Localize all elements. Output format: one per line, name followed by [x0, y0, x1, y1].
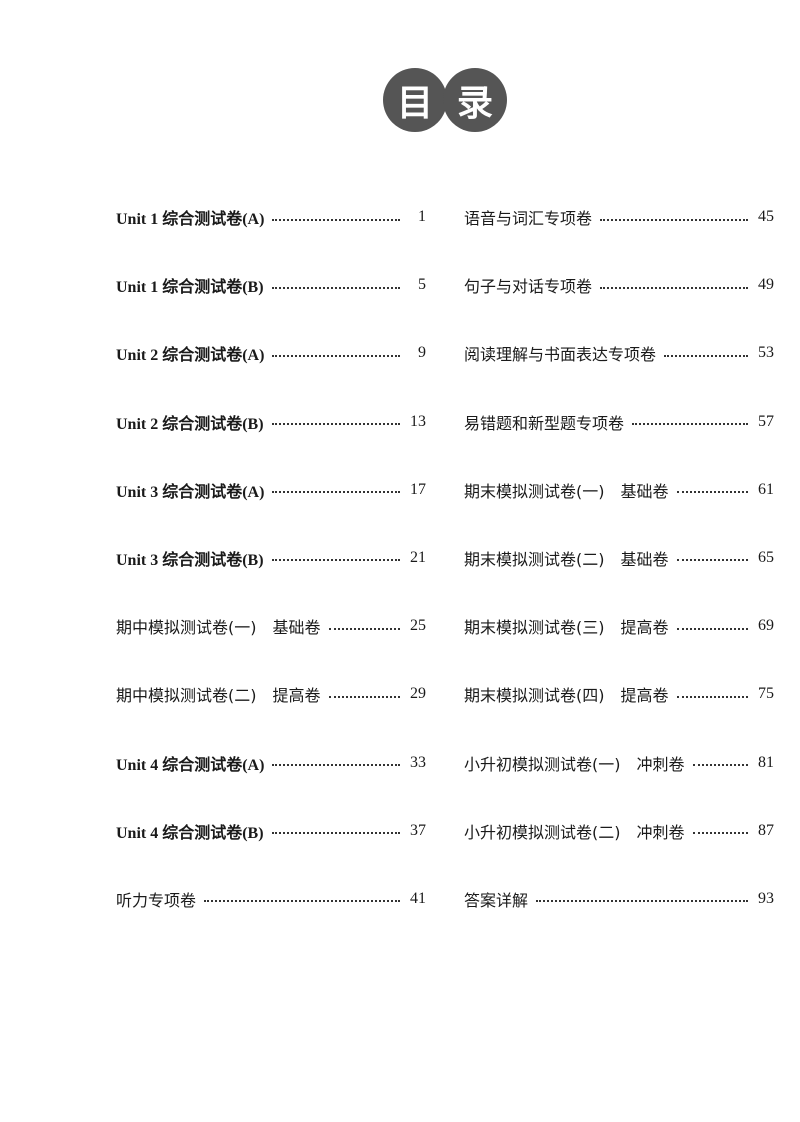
toc-entry-page: 37 [410, 821, 426, 839]
toc-entry-page: 9 [418, 344, 426, 362]
toc-entry-title: 期末模拟测试卷(四) 提高卷 [464, 686, 669, 706]
leader-dots [271, 558, 400, 562]
toc-entry-title: 语音与词汇专项卷 [464, 209, 593, 228]
toc-entry-page: 87 [758, 821, 774, 839]
toc-entry[interactable]: 期中模拟测试卷(一) 基础卷 25 [116, 608, 426, 644]
toc-entry[interactable]: 阅读理解与书面表达专项卷 53 [464, 335, 774, 371]
toc-entry-page: 45 [758, 208, 774, 225]
toc-entry-page: 33 [410, 753, 426, 771]
toc-entry-title: 听力专项卷 [116, 890, 197, 910]
leader-dots [272, 490, 400, 494]
toc-entry-title: Unit 2 综合测试卷(A) [116, 347, 265, 365]
toc-entry-page: 21 [410, 548, 426, 566]
leader-dots [676, 627, 748, 630]
toc-entry-page: 13 [410, 412, 426, 430]
toc-entry-page: 49 [758, 276, 774, 294]
toc-entry-title: 句子与对话专项卷 [464, 277, 593, 297]
leader-dots [536, 899, 748, 903]
toc-entry-page: 29 [410, 685, 426, 703]
toc-entry-page: 57 [758, 412, 774, 430]
toc-entry-page: 1 [418, 208, 426, 225]
toc-entry[interactable]: 听力专项卷 41 [116, 881, 426, 917]
toc-entry-title: Unit 1 综合测试卷(B) [116, 279, 264, 297]
leader-dots [600, 218, 748, 221]
toc-entry[interactable]: 期末模拟测试卷(四) 提高卷 75 [464, 676, 774, 712]
toc-entry-title: Unit 4 综合测试卷(A) [116, 756, 265, 774]
toc-entry-title: Unit 1 综合测试卷(A) [116, 211, 265, 228]
toc-entry[interactable]: 小升初模拟测试卷(一) 冲刺卷 81 [464, 745, 774, 781]
toc-entry[interactable]: 期中模拟测试卷(二) 提高卷 29 [116, 676, 426, 712]
leader-dots [664, 354, 748, 357]
leader-dots [271, 286, 400, 289]
title-char-circle: 目 [383, 68, 447, 132]
toc-entry-title: 小升初模拟测试卷(一) 冲刺卷 [464, 754, 685, 774]
toc-entry[interactable]: 期末模拟测试卷(三) 提高卷 69 [464, 608, 774, 644]
leader-dots [272, 763, 400, 766]
toc-entry[interactable]: 期末模拟测试卷(一) 基础卷 61 [464, 472, 774, 508]
toc-entry-page: 81 [758, 753, 774, 771]
toc-entry-page: 65 [758, 548, 774, 566]
leader-dots [271, 831, 400, 835]
toc-entry[interactable]: Unit 4 综合测试卷(B) 37 [116, 813, 426, 849]
toc-entry-title: Unit 4 综合测试卷(B) [116, 824, 264, 842]
toc-entry-page: 69 [758, 617, 774, 635]
leader-dots [676, 695, 748, 698]
toc-entry-title: 期末模拟测试卷(一) 基础卷 [464, 481, 669, 501]
leader-dots [676, 490, 748, 494]
toc-entry[interactable]: 答案详解 93 [464, 881, 774, 917]
toc-entry-title: 易错题和新型题专项卷 [464, 413, 625, 433]
toc-entry[interactable]: Unit 3 综合测试卷(B) 21 [116, 540, 426, 576]
toc-entry-title: 阅读理解与书面表达专项卷 [464, 345, 657, 365]
toc-entry-title: 答案详解 [464, 890, 529, 910]
toc-entry-title: Unit 2 综合测试卷(B) [116, 415, 264, 433]
leader-dots [632, 422, 748, 426]
toc-entry-title: 期末模拟测试卷(二) 基础卷 [464, 549, 669, 569]
leader-dots [272, 354, 400, 357]
toc-left-column: Unit 1 综合测试卷(A) 1 Unit 1 综合测试卷(B) 5 Unit… [116, 199, 426, 949]
toc-entry[interactable]: Unit 4 综合测试卷(A) 33 [116, 745, 426, 781]
toc-entry-title: 小升初模拟测试卷(二) 冲刺卷 [464, 822, 685, 842]
toc-entry-title: Unit 3 综合测试卷(A) [116, 483, 265, 501]
leader-dots [272, 218, 400, 221]
leader-dots [692, 831, 748, 835]
toc-entry[interactable]: Unit 2 综合测试卷(A) 9 [116, 335, 426, 371]
toc-entry-page: 53 [758, 344, 774, 362]
toc-entry[interactable]: 小升初模拟测试卷(二) 冲刺卷 87 [464, 813, 774, 849]
toc-entry[interactable]: Unit 2 综合测试卷(B) 13 [116, 404, 426, 440]
toc-entry-page: 61 [758, 480, 774, 498]
title-char-circle: 录 [443, 68, 507, 132]
toc-entry-title: 期中模拟测试卷(一) 基础卷 [116, 618, 321, 638]
leader-dots [204, 899, 400, 903]
toc-entry[interactable]: 期末模拟测试卷(二) 基础卷 65 [464, 540, 774, 576]
toc-entry[interactable]: 语音与词汇专项卷 45 [464, 199, 774, 235]
toc-entry-page: 5 [418, 276, 426, 294]
toc-entry-page: 93 [758, 889, 774, 907]
toc-entry-title: 期中模拟测试卷(二) 提高卷 [116, 686, 321, 706]
toc-entry[interactable]: Unit 3 综合测试卷(A) 17 [116, 472, 426, 508]
leader-dots [328, 627, 400, 630]
leader-dots [692, 763, 748, 766]
toc-entry[interactable]: Unit 1 综合测试卷(A) 1 [116, 199, 426, 235]
toc-entry[interactable]: 句子与对话专项卷 49 [464, 267, 774, 303]
toc-entry-page: 41 [410, 889, 426, 907]
toc-entry-page: 17 [410, 480, 426, 498]
leader-dots [676, 558, 748, 562]
leader-dots [328, 695, 400, 698]
toc-entry-title: Unit 3 综合测试卷(B) [116, 551, 264, 569]
toc-entry[interactable]: 易错题和新型题专项卷 57 [464, 404, 774, 440]
toc-entry-page: 25 [410, 617, 426, 635]
toc-right-column: 语音与词汇专项卷 45 句子与对话专项卷 49 阅读理解与书面表达专项卷 53 … [464, 199, 774, 949]
toc-entry[interactable]: Unit 1 综合测试卷(B) 5 [116, 267, 426, 303]
page-title: 目 录 [383, 68, 507, 132]
leader-dots [271, 422, 400, 426]
leader-dots [600, 286, 748, 289]
toc-entry-page: 75 [758, 685, 774, 703]
toc-entry-title: 期末模拟测试卷(三) 提高卷 [464, 618, 669, 638]
